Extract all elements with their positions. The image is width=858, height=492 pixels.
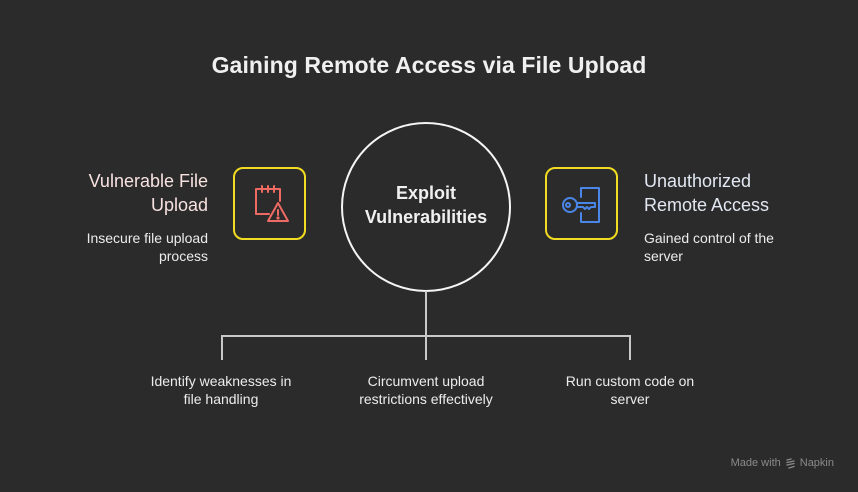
left-title-line1: Vulnerable File (88, 171, 208, 191)
left-desc-line2: process (158, 248, 208, 264)
center-node-label: Exploit Vulnerabilities (342, 181, 510, 229)
step-line2: restrictions effectively (359, 391, 493, 407)
napkin-logo-icon (786, 457, 795, 469)
left-node-description: Insecure file upload process (8, 229, 208, 265)
step-line1: Identify weaknesses in (150, 373, 292, 389)
watermark-brand: Napkin (799, 457, 834, 469)
watermark-prefix: Made with (730, 457, 781, 469)
step-line1: Run custom code on (565, 373, 695, 389)
step-label: Run custom code on server (530, 372, 730, 408)
left-node-title: Vulnerable File Upload (8, 169, 208, 217)
right-title-line2: Remote Access (644, 195, 770, 215)
left-icon-box (233, 167, 306, 240)
right-icon-box (545, 167, 618, 240)
left-title-line2: Upload (150, 195, 208, 215)
right-title-line1: Unauthorized (644, 171, 752, 191)
watermark: Made with Napkin (731, 457, 834, 469)
step-label: Circumvent upload restrictions effective… (326, 372, 526, 408)
center-label-line2: Vulnerabilities (364, 207, 488, 227)
diagram-title: Gaining Remote Access via File Upload (211, 52, 647, 78)
right-desc-line2: server (644, 248, 683, 264)
right-node-description: Gained control of the server (644, 229, 844, 265)
calendar-warning-icon (254, 184, 289, 222)
step-label: Identify weaknesses in file handling (121, 372, 321, 408)
left-desc-line1: Insecure file upload (86, 230, 208, 246)
right-desc-line1: Gained control of the (644, 230, 774, 246)
key-door-icon (561, 186, 600, 223)
step-line2: server (610, 391, 650, 407)
right-node-title: Unauthorized Remote Access (644, 169, 844, 217)
step-line1: Circumvent upload (367, 373, 485, 389)
center-label-line1: Exploit (395, 183, 456, 203)
step-line2: file handling (183, 391, 259, 407)
